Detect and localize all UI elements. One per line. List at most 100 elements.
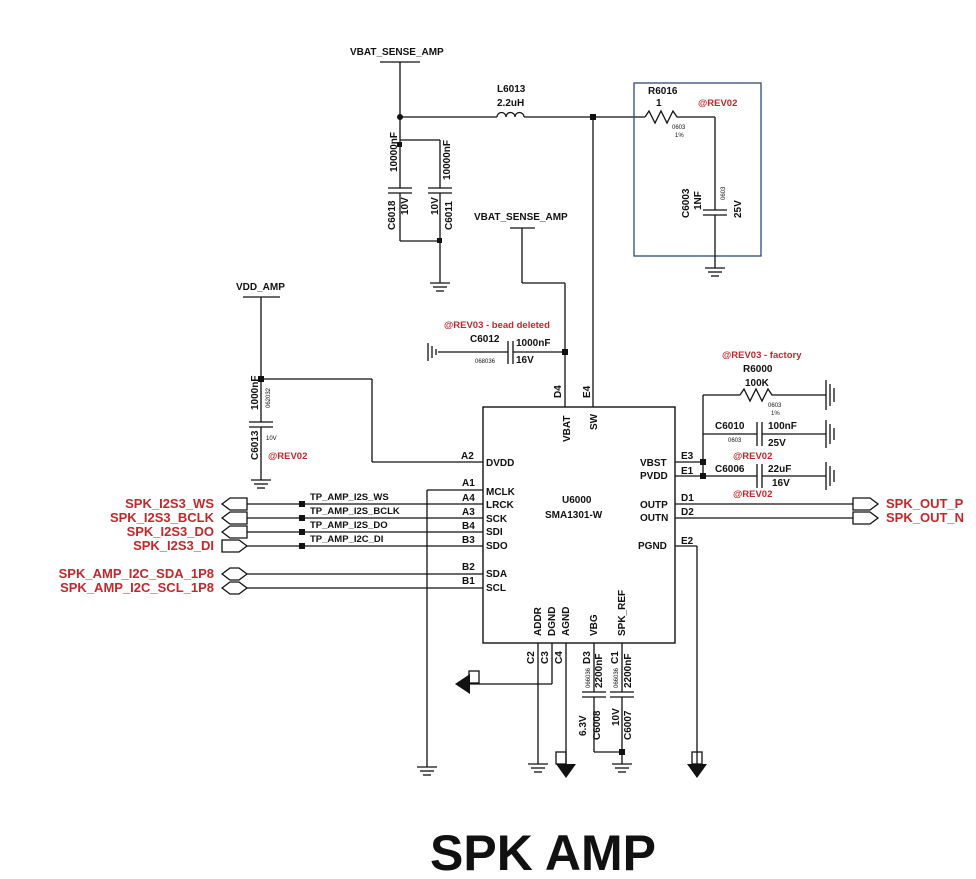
r6016-ref: R6016 — [648, 86, 678, 97]
c6008-pkg: 066036 — [586, 667, 592, 688]
pin-b3: B3 — [462, 535, 475, 546]
pin-a3: A3 — [462, 507, 475, 518]
pin-a1: A1 — [462, 478, 475, 489]
r6000-tol: 1% — [771, 411, 780, 417]
port-out-p-connector — [852, 497, 880, 511]
c6007-pkg: 066036 — [614, 667, 620, 688]
pin-dvdd: DVDD — [486, 458, 514, 469]
pin-d1: D1 — [681, 493, 694, 504]
pin-c2: C2 — [526, 651, 537, 664]
tp-ws: TP_AMP_I2S_WS — [310, 492, 389, 503]
pin-vbst: VBST — [640, 458, 667, 469]
c6007-ref: C6007 — [623, 710, 634, 740]
port-out-p: SPK_OUT_P — [886, 496, 964, 511]
pin-e4: E4 — [582, 385, 593, 398]
pin-sck: SCK — [486, 514, 508, 525]
pin-b2: B2 — [462, 562, 475, 573]
port-di-connector — [221, 539, 249, 553]
pin-d4: D4 — [553, 385, 564, 398]
pin-pvdd: PVDD — [640, 471, 668, 482]
pin-sw: SW — [589, 413, 600, 430]
c6013-ref: C6013 — [250, 430, 261, 460]
c6012-ref: C6012 — [470, 334, 500, 345]
c6010-volt: 25V — [768, 438, 786, 449]
pin-pgnd: PGND — [638, 541, 667, 552]
pin-a2: A2 — [461, 451, 474, 462]
net-vbat-sense-top: VBAT_SENSE_AMP — [350, 47, 444, 58]
c6003-volt: 25V — [733, 200, 744, 218]
pin-c4: C4 — [554, 651, 565, 664]
rev02-r6016-note: @REV02 — [698, 98, 737, 109]
port-bclk-connector — [220, 511, 248, 525]
pin-addr: ADDR — [533, 606, 544, 636]
r6000-pkg: 0603 — [768, 403, 782, 409]
c6010-pkg: 0603 — [728, 438, 742, 444]
port-ws-connector — [220, 497, 248, 511]
pin-scl: SCL — [486, 583, 506, 594]
ic-part: SMA1301-W — [545, 510, 603, 521]
port-sda-connector — [220, 567, 249, 581]
port-ws: SPK_I2S3_WS — [125, 496, 214, 511]
resistor-r6016 — [644, 109, 715, 125]
c6003-ref: C6003 — [681, 188, 692, 218]
pin-b4: B4 — [462, 521, 475, 532]
pin-a4: A4 — [462, 493, 475, 504]
port-do-connector — [220, 525, 248, 539]
port-scl: SPK_AMP_I2C_SCL_1P8 — [60, 580, 214, 595]
rev02-e3-note: @REV02 — [733, 451, 772, 462]
c6007-value: 2200nF — [623, 654, 634, 688]
c6011-value: 10000nF — [442, 140, 453, 180]
port-out-n: SPK_OUT_N — [886, 510, 964, 525]
l6013-value: 2.2uH — [497, 98, 524, 109]
tp-bclk: TP_AMP_I2S_BCLK — [310, 506, 400, 517]
l6013-ref: L6013 — [497, 84, 526, 95]
pin-c3: C3 — [540, 651, 551, 664]
rev03-r6000-note: @REV03 - factory — [722, 350, 802, 361]
port-di: SPK_I2S3_DI — [133, 538, 214, 553]
port-out-n-connector — [852, 511, 880, 525]
ic-ref: U6000 — [562, 495, 592, 506]
ic-u6000 — [482, 406, 676, 644]
c6012-pkg: 068036 — [475, 359, 496, 365]
rev02-c6013-note: @REV02 — [268, 451, 307, 462]
tp-do: TP_AMP_I2S_DO — [310, 520, 388, 531]
c6010-value: 100nF — [768, 421, 797, 432]
net-vdd-amp: VDD_AMP — [236, 282, 285, 293]
r6016-value: 1 — [656, 98, 662, 109]
r6000-value: 100K — [745, 378, 770, 389]
c6006-volt: 16V — [772, 478, 790, 489]
pin-outn: OUTN — [640, 513, 668, 524]
c6011-volt: 10V — [430, 197, 441, 215]
c6012-volt: 16V — [516, 355, 534, 366]
r6000-ref: R6000 — [743, 364, 773, 375]
pin-b1: B1 — [462, 576, 475, 587]
pin-outp: OUTP — [640, 500, 668, 511]
port-sda: SPK_AMP_I2C_SDA_1P8 — [59, 566, 214, 581]
inductor-l6013 — [496, 111, 525, 118]
pin-sdi: SDI — [486, 527, 503, 538]
c6013-pkg: 062032 — [266, 387, 272, 408]
c6008-ref: C6008 — [592, 710, 603, 740]
pin-mclk: MCLK — [486, 487, 516, 498]
c6003-value: 1NF — [693, 191, 704, 210]
pin-sda: SDA — [486, 569, 507, 580]
resistor-r6000 — [739, 387, 826, 403]
page-title: SPK AMP — [430, 825, 656, 879]
pin-lrck: LRCK — [486, 500, 515, 511]
rev02-c6006-note: @REV02 — [733, 489, 772, 500]
pin-d3: D3 — [582, 651, 593, 664]
port-do: SPK_I2S3_DO — [127, 524, 214, 539]
rev03-c6012-note: @REV03 - bead deleted — [444, 320, 550, 331]
pin-dgnd: DGND — [547, 607, 558, 636]
c6018-ref: C6018 — [387, 200, 398, 230]
c6018-value: 10000nF — [389, 132, 400, 172]
c6013-value: 1000nF — [250, 376, 261, 410]
port-scl-connector — [220, 581, 249, 595]
net-vbat-sense-mid: VBAT_SENSE_AMP — [474, 212, 568, 223]
c6008-volt: 6.3V — [578, 715, 589, 736]
c6006-value: 22uF — [768, 464, 791, 475]
pin-e3: E3 — [681, 451, 694, 462]
pin-e1: E1 — [681, 466, 694, 477]
pin-d2: D2 — [681, 507, 694, 518]
